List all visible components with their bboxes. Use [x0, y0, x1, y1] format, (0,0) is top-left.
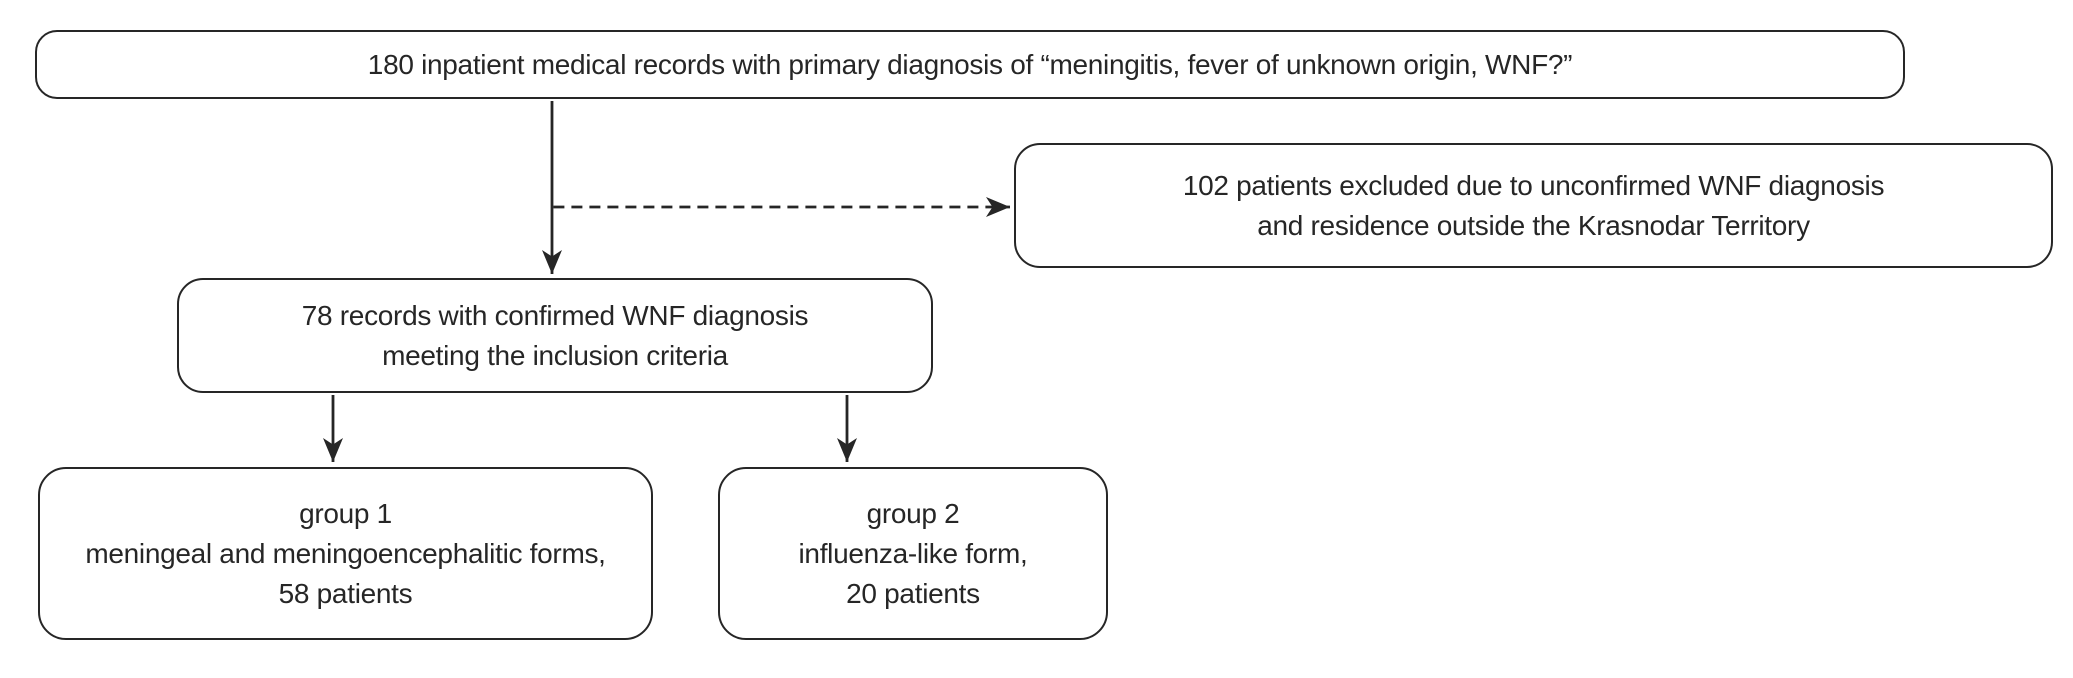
included-records-line1: 78 records with confirmed WNF diagnosis [301, 299, 809, 331]
excluded-patients-line2: and residence outside the Krasnodar Terr… [1257, 209, 1810, 241]
excluded-patients-line1: 102 patients excluded due to unconfirmed… [1182, 169, 1885, 201]
group1-description: meningeal and meningoencephalitic forms, [85, 537, 606, 569]
box-group2: group 2 influenza-like form, 20 patients [718, 467, 1108, 640]
group1-count: 58 patients [278, 577, 413, 609]
box-included-records: 78 records with confirmed WNF diagnosis … [177, 278, 933, 393]
included-records-line2: meeting the inclusion criteria [382, 339, 728, 371]
box-group1: group 1 meningeal and meningoencephaliti… [38, 467, 653, 640]
box-excluded-patients: 102 patients excluded due to unconfirmed… [1014, 143, 2053, 268]
source-records-text: 180 inpatient medical records with prima… [367, 48, 1573, 80]
box-source-records: 180 inpatient medical records with prima… [35, 30, 1905, 99]
group2-count: 20 patients [846, 577, 980, 609]
group1-title: group 1 [299, 497, 392, 529]
group2-description: influenza-like form, [798, 537, 1028, 569]
group2-title: group 2 [866, 497, 960, 529]
